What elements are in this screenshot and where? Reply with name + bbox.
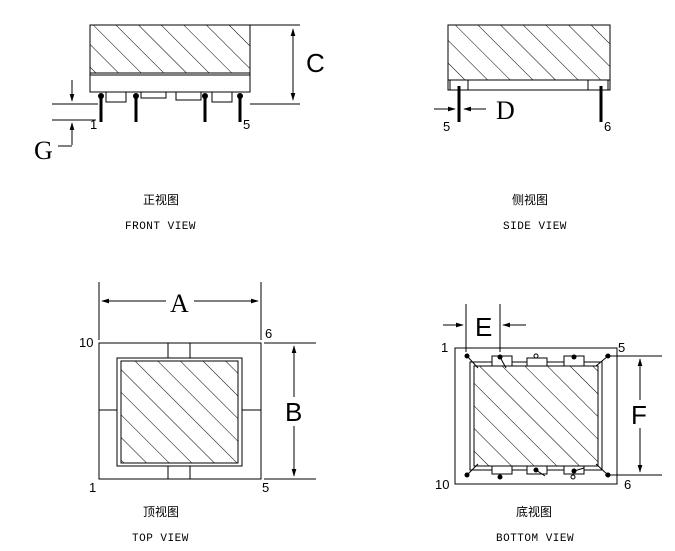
dim-e-label: E	[475, 312, 492, 342]
top-core	[120, 360, 239, 464]
side-view-title-en: SIDE VIEW	[503, 221, 567, 233]
dim-b-label: B	[285, 397, 302, 427]
top-pin-10-label: 10	[79, 335, 93, 350]
top-view-title-cn: 顶视图	[143, 504, 179, 519]
bottom-pin-1-label: 1	[441, 340, 448, 355]
bottom-view: 1 5 10 6 E F 底视图 BOTTOM VIEW	[435, 304, 662, 545]
bottom-view-title-en: BOTTOM VIEW	[496, 533, 574, 545]
bottom-core	[473, 365, 599, 467]
dim-f-label: F	[631, 400, 647, 430]
bottom-view-title-cn: 底视图	[516, 504, 552, 519]
front-view-title-cn: 正视图	[143, 192, 179, 207]
side-pin-6-label: 6	[604, 119, 611, 134]
front-pins	[98, 93, 243, 122]
side-core	[447, 24, 611, 81]
bottom-pin-5-label: 5	[618, 340, 625, 355]
front-pin-5-label: 5	[243, 117, 250, 132]
front-core	[89, 24, 251, 74]
bottom-outline	[454, 347, 618, 485]
top-view: 10 6 1 5 A B 顶视图 TOP VIEW	[79, 282, 316, 545]
dim-d-label: D	[496, 96, 515, 125]
side-pin-5-label: 5	[443, 119, 450, 134]
front-view: 1 5 C G 正视图 FRONT VIEW	[34, 24, 325, 233]
bottom-pin-6-label: 6	[624, 477, 631, 492]
dim-g-label: G	[34, 136, 53, 165]
front-view-title-en: FRONT VIEW	[125, 221, 196, 233]
side-view-title-cn: 侧视图	[512, 192, 548, 207]
top-outline	[98, 342, 262, 480]
dim-a-label: A	[170, 289, 189, 318]
front-bobbin-flange	[89, 72, 251, 93]
bottom-wire-leads	[466, 355, 609, 477]
bottom-pin-10-label: 10	[435, 477, 449, 492]
top-pin-6-label: 6	[265, 326, 272, 341]
top-pin-5-label: 5	[262, 480, 269, 495]
dim-c-label: C	[306, 48, 325, 78]
top-view-title-en: TOP VIEW	[132, 533, 189, 545]
top-pin-1-label: 1	[89, 480, 96, 495]
side-view: 5 6 D 侧视图 SIDE VIEW	[434, 24, 611, 233]
side-pins	[457, 86, 603, 122]
front-pin-1-label: 1	[90, 117, 97, 132]
